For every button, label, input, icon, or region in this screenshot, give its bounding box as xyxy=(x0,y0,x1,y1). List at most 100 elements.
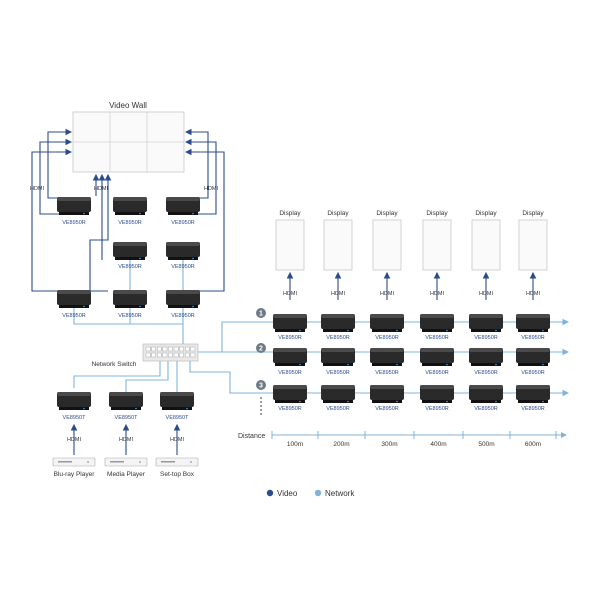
device-front xyxy=(518,363,548,366)
device-front xyxy=(59,407,89,410)
receiver-device xyxy=(166,242,200,260)
device-top xyxy=(321,314,355,318)
switch-port xyxy=(168,352,173,358)
receiver-device xyxy=(469,385,503,403)
distance-mark-label: 200m xyxy=(333,441,349,448)
receiver-model-label: VE8950R xyxy=(375,370,399,376)
distance-mark-label: 100m xyxy=(287,441,303,448)
distance-label: Distance xyxy=(238,433,265,440)
device-led xyxy=(495,329,497,332)
device-led xyxy=(347,400,349,403)
device-front xyxy=(168,257,198,260)
display-label: Display xyxy=(376,210,398,217)
hdmi-label-display: HDMI xyxy=(479,291,494,297)
switch-port xyxy=(173,346,179,352)
device-led xyxy=(446,400,448,403)
network-switch-body xyxy=(142,343,199,362)
device-front xyxy=(323,400,353,403)
switch-port xyxy=(179,346,185,352)
switch-port xyxy=(184,352,190,358)
receiver-device xyxy=(420,385,454,403)
device-led xyxy=(83,305,85,308)
receiver-model-label: VE8950R xyxy=(118,313,142,319)
receiver-model-label: VE8950R xyxy=(171,264,195,270)
device-led xyxy=(299,400,301,403)
receiver-device xyxy=(516,348,550,366)
device-front xyxy=(115,305,145,308)
display-screen xyxy=(323,219,353,271)
device-led xyxy=(186,407,188,410)
receiver-model-label: VE8950R xyxy=(118,220,142,226)
receiver-model-label: VE8950R xyxy=(118,264,142,270)
source-label: Blu-ray Player xyxy=(54,471,96,478)
legend: Video Network xyxy=(266,489,355,498)
display-screen xyxy=(372,219,402,271)
device-top xyxy=(321,348,355,352)
device-led xyxy=(495,363,497,366)
hdmi-label-display: HDMI xyxy=(526,291,541,297)
source-device-body xyxy=(52,457,96,467)
device-top xyxy=(321,385,355,389)
device-top xyxy=(166,290,200,294)
device-front xyxy=(471,363,501,366)
continuation-dot xyxy=(260,413,262,415)
device-top xyxy=(469,348,503,352)
hdmi-label-display: HDMI xyxy=(283,291,298,297)
receiver-model-label: VE8950R xyxy=(62,220,86,226)
row-number: 1 xyxy=(259,311,263,318)
receiver-model-label: VE8950R xyxy=(326,406,350,412)
device-top xyxy=(370,348,404,352)
device-front xyxy=(323,329,353,332)
receiver-model-label: VE8950R xyxy=(326,370,350,376)
device-front xyxy=(323,363,353,366)
transmitter-device xyxy=(109,392,143,410)
receiver-device xyxy=(321,385,355,403)
device-front xyxy=(275,329,305,332)
device-front xyxy=(111,407,141,410)
video-wall: Video Wall xyxy=(72,101,185,173)
video-link-right-2 xyxy=(183,138,217,215)
receiver-device xyxy=(321,314,355,332)
device-led xyxy=(139,257,141,260)
transmitter-model-label: VE8950T xyxy=(166,415,190,421)
device-top xyxy=(370,385,404,389)
device-led xyxy=(192,257,194,260)
video-link-center-3 xyxy=(89,173,112,292)
device-front xyxy=(422,363,452,366)
transmitter-model-label: VE8950T xyxy=(115,415,139,421)
row-number: 3 xyxy=(259,383,263,390)
receiver-device xyxy=(420,348,454,366)
receiver-device xyxy=(469,348,503,366)
video-link-left-2 xyxy=(39,138,74,215)
continuation-dot xyxy=(260,401,262,403)
device-front xyxy=(162,407,192,410)
receiver-device xyxy=(516,314,550,332)
device-front xyxy=(471,329,501,332)
source-device-slot xyxy=(161,461,175,463)
continuation-dot xyxy=(260,405,262,407)
source-device-slot xyxy=(58,461,72,463)
device-front xyxy=(168,305,198,308)
hdmi-label-left: HDMI xyxy=(30,186,45,192)
device-led xyxy=(495,400,497,403)
device-top xyxy=(166,197,200,201)
hdmi-label-source: HDMI xyxy=(119,437,134,443)
switch-port xyxy=(156,352,162,358)
source-device-body xyxy=(155,457,199,467)
hdmi-label-center: HDMI xyxy=(94,186,109,192)
device-front xyxy=(168,212,198,215)
receiver-model-label: VE8950R xyxy=(62,313,86,319)
device-top xyxy=(516,314,550,318)
display-label: Display xyxy=(426,210,448,217)
switch-port xyxy=(151,346,157,352)
device-top xyxy=(516,348,550,352)
device-top xyxy=(273,385,307,389)
device-led xyxy=(542,329,544,332)
switch-port xyxy=(179,352,185,358)
switch-port xyxy=(184,346,190,352)
receiver-device xyxy=(166,197,200,215)
source-device xyxy=(155,457,199,467)
device-front xyxy=(275,363,305,366)
receiver-model-label: VE8950R xyxy=(474,370,498,376)
